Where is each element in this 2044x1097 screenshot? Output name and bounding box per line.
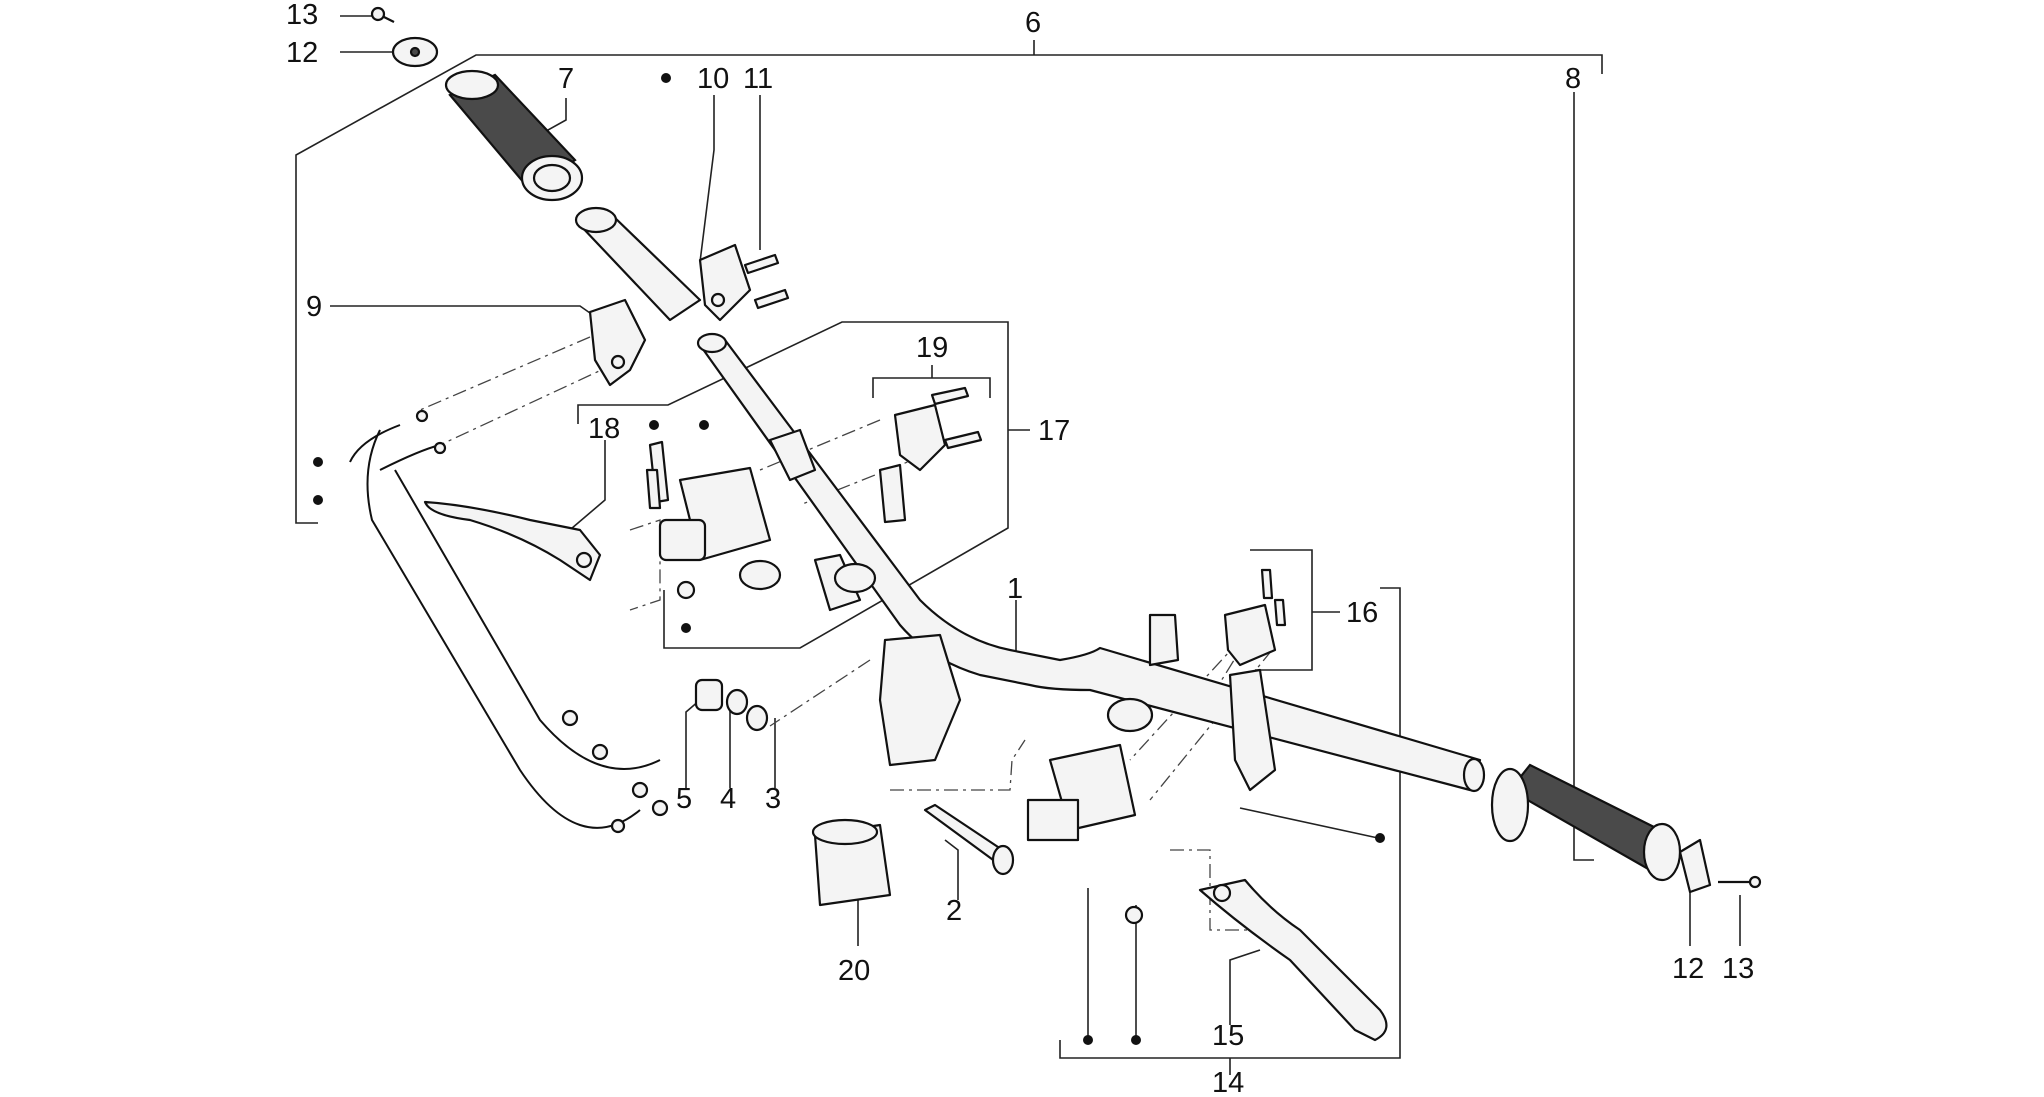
callout-8: 8: [1565, 63, 1581, 95]
callout-6: 6: [1025, 7, 1041, 39]
callout-2: 2: [946, 895, 962, 927]
leader-lines: [330, 15, 1741, 1040]
bushing-5: [694, 678, 724, 712]
group-bracket-16: [1250, 549, 1340, 671]
callout-15: 15: [1212, 1020, 1244, 1052]
switch-housing: [811, 818, 892, 907]
callout-13-right: 13: [1722, 953, 1754, 985]
nut-left: [676, 580, 696, 600]
callout-18: 18: [588, 413, 620, 445]
throttle-housing-upper: [698, 243, 752, 322]
callout-5: 5: [676, 783, 692, 815]
group-bracket-6: [295, 40, 1603, 524]
clamp-19: [893, 386, 983, 472]
callout-3: 3: [765, 783, 781, 815]
right-grip-cap: [1678, 838, 1762, 894]
bolt-18-left: [645, 468, 662, 510]
throttle-housing-lower: [588, 298, 647, 387]
washer-4: [725, 688, 749, 716]
group-bracket-14: [1059, 587, 1401, 1075]
callout-7: 7: [558, 63, 574, 95]
callout-12-left: 12: [286, 37, 318, 69]
throttle-tube: [574, 206, 702, 322]
callout-14: 14: [1212, 1067, 1244, 1097]
callout-1: 1: [1007, 573, 1023, 605]
right-grip: [1490, 763, 1682, 882]
nut-right: [1124, 905, 1144, 925]
throttle-cables: [349, 409, 669, 834]
callout-19: 19: [916, 332, 948, 364]
left-brake-lever: [423, 500, 602, 582]
callout-12-right: 12: [1672, 953, 1704, 985]
group-bracket-19: [872, 365, 991, 398]
left-grip: [444, 69, 584, 202]
callout-11: 11: [743, 63, 773, 95]
callout-4: 4: [720, 783, 736, 815]
pivot-pin: [923, 803, 1015, 876]
clamp-16: [1223, 568, 1287, 667]
housing-screws-11: [743, 253, 790, 310]
callout-9: 9: [306, 291, 322, 323]
group-bracket-17: [577, 321, 1030, 649]
leader-8: [1573, 92, 1594, 861]
right-brake-lever: [1198, 878, 1388, 1042]
callout-16: 16: [1346, 597, 1378, 629]
callout-17: 17: [1038, 415, 1070, 447]
right-master-cylinder: [1026, 743, 1137, 842]
reference-dots: [313, 73, 1385, 1045]
left-grip-cap: [370, 6, 439, 68]
left-master-cylinder: [648, 440, 782, 591]
callout-20: 20: [838, 955, 870, 987]
callout-10: 10: [697, 63, 729, 95]
callout-13-left: 13: [286, 0, 318, 31]
handlebar-tube: [696, 332, 1486, 793]
washer-3: [745, 704, 769, 732]
